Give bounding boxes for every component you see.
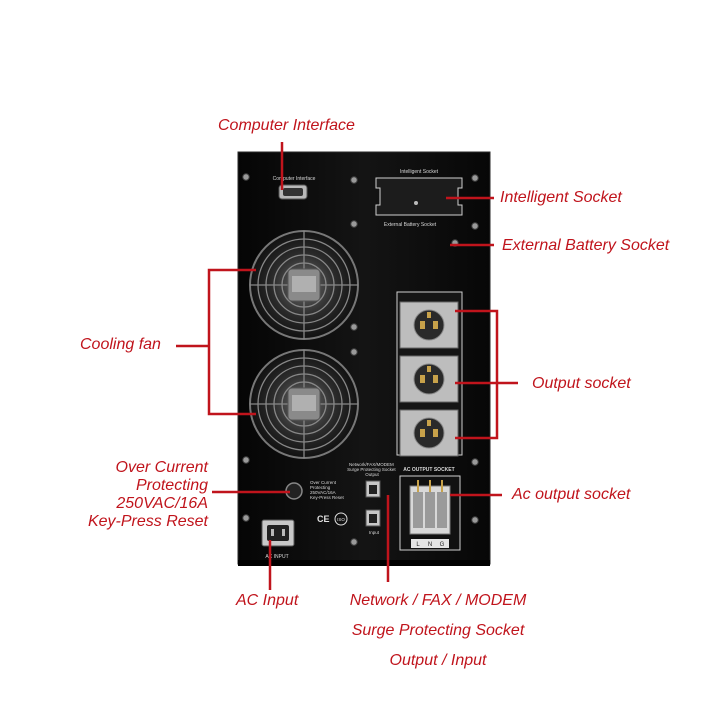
iso-mark-ring xyxy=(334,512,348,526)
screw xyxy=(350,220,358,228)
ce-mark: CE xyxy=(317,514,330,524)
terminal-letter-g: G xyxy=(440,542,445,548)
callout-over-current-line: 250VAC/16A xyxy=(116,495,208,512)
callout-computer-interface: Computer Interface xyxy=(218,117,355,134)
panel-label-external-battery-socket: External Battery Socket xyxy=(384,222,437,228)
network-port-output-hole xyxy=(369,485,377,494)
terminal-letter-n: N xyxy=(428,542,432,548)
cooling-fan-bottom xyxy=(249,349,359,459)
screw xyxy=(471,458,479,466)
leader-output-socket xyxy=(455,309,499,440)
panel-label-network-line: Surge Protecting Socket xyxy=(347,467,396,472)
screw xyxy=(471,174,479,182)
panel-label-computer-interface: Computer Interface xyxy=(273,176,316,182)
intelligent-socket-slot xyxy=(375,177,463,216)
callout-ac-output-socket: Ac output socket xyxy=(512,486,631,503)
panel-label-over-current: Over Current Protecting 250VAC/16A Key-P… xyxy=(310,480,345,500)
cooling-fan-top xyxy=(249,230,359,340)
output-socket-3 xyxy=(399,409,459,457)
callout-over-current-line: Key-Press Reset xyxy=(87,513,208,530)
leader-cooling-fan xyxy=(207,268,256,416)
screw xyxy=(350,538,358,546)
screw xyxy=(350,323,358,331)
callout-network: Network / FAX / MODEM Surge Protecting S… xyxy=(330,592,546,670)
panel-label-ac-output-socket: AC OUTPUT SOCKET xyxy=(403,467,454,473)
callout-over-current-line: Protecting xyxy=(135,477,208,494)
callout-ac-input: AC Input xyxy=(236,592,299,609)
callout-over-current-line: Over Current xyxy=(115,459,208,476)
output-socket-2 xyxy=(399,355,459,403)
cabinet-foot xyxy=(238,560,490,566)
db9-port-inner xyxy=(283,188,303,196)
screw xyxy=(242,514,250,522)
screw xyxy=(242,173,250,181)
callout-external-battery-socket: External Battery Socket xyxy=(502,237,670,254)
screw xyxy=(471,222,479,230)
panel-label-over-current-line: Protecting xyxy=(310,485,331,490)
panel-label-over-current-line: Key-Press Reset xyxy=(310,495,345,500)
output-socket-1 xyxy=(399,301,459,349)
network-port-input-hole xyxy=(369,514,377,523)
panel-screws xyxy=(242,173,479,546)
intelligent-socket-screw xyxy=(414,201,418,205)
panel-label-network: Network/FAX/MODEM Surge Protecting Socke… xyxy=(347,462,397,477)
screw xyxy=(350,176,358,184)
panel-label-input: Input xyxy=(369,530,380,535)
terminal-letter-l: L xyxy=(416,542,420,548)
callout-network-line: Output / Input xyxy=(389,652,487,669)
panel-label-over-current-line: Over Current xyxy=(310,480,337,485)
ac-input-pin xyxy=(282,529,285,536)
panel-label-network-line: Output xyxy=(365,472,379,477)
panel-label-ac-input: AC INPUT xyxy=(265,554,288,560)
ac-input-pin xyxy=(271,529,274,536)
terminal-letter-strip xyxy=(411,539,449,548)
callout-network-line: Surge Protecting Socket xyxy=(351,622,525,639)
ac-input-socket-recess xyxy=(267,525,289,541)
screw xyxy=(350,348,358,356)
leader-lines xyxy=(176,142,518,590)
callout-cooling-fan: Cooling fan xyxy=(80,336,161,353)
callout-intelligent-socket: Intelligent Socket xyxy=(500,189,622,206)
screw xyxy=(242,456,250,464)
panel-label-over-current-line: 250VAC/16A xyxy=(310,490,336,495)
panel-label-intelligent-socket: Intelligent Socket xyxy=(400,169,439,175)
callout-output-socket: Output socket xyxy=(532,375,631,392)
panel-label-network-line: Network/FAX/MODEM xyxy=(349,462,394,467)
ac-output-terminal-block xyxy=(409,480,451,535)
callout-network-line: Network / FAX / MODEM xyxy=(349,592,527,609)
callout-over-current: Over Current Protecting 250VAC/16A Key-P… xyxy=(88,459,208,531)
iso-mark: ISO xyxy=(337,517,345,522)
screw xyxy=(471,516,479,524)
